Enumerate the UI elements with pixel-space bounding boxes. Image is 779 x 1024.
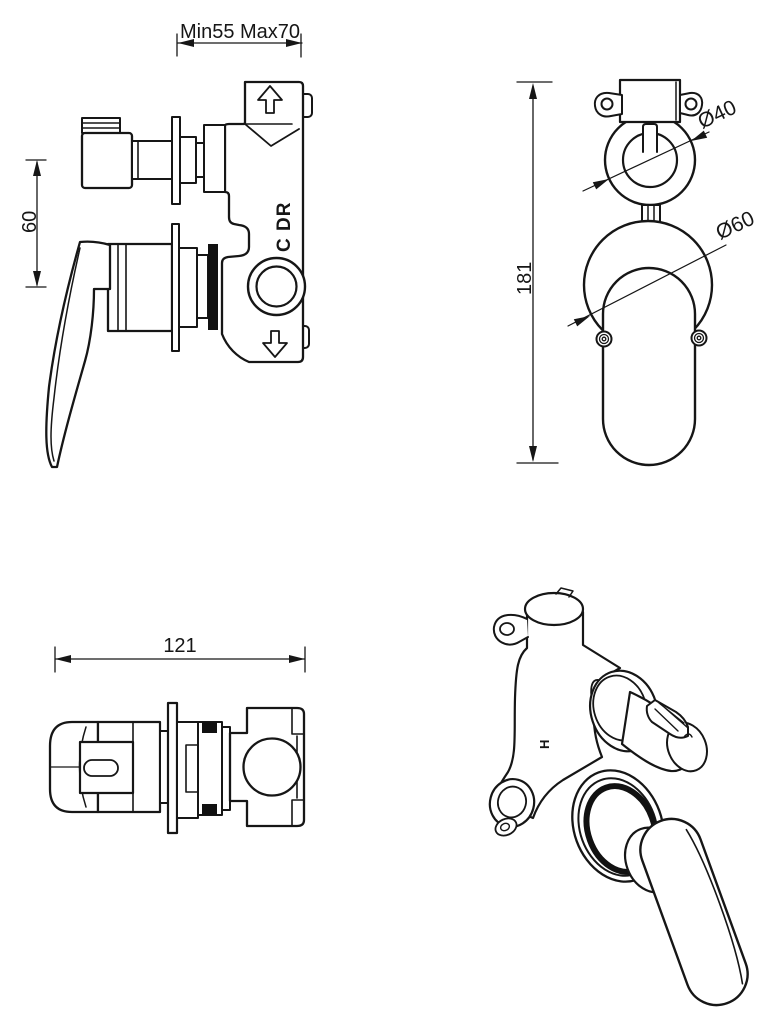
front-view: Ø40 Ø60 181 (514, 78, 758, 467)
iso-knob-splines (654, 702, 689, 732)
ear-hole-right (684, 97, 698, 111)
ear-hole-left (600, 97, 614, 111)
riser-port-top (242, 737, 302, 797)
body-marking-h: H (537, 740, 552, 749)
dim-offset: 60 (19, 159, 47, 288)
dim-span: Min55 Max70 (176, 21, 303, 58)
dim-arrow-down (33, 271, 41, 287)
escutcheon-plate-top (171, 116, 181, 205)
up-arrow-icon (257, 85, 283, 114)
isometric-view: H (488, 587, 749, 1007)
dim-arrow-right (286, 39, 302, 47)
dim-trim-dia-label: Ø60 (712, 207, 758, 245)
o-ring-top (202, 722, 217, 733)
trim-screw-right (690, 329, 708, 347)
dim-arrow-up (33, 160, 41, 176)
mounting-bracket (618, 78, 682, 124)
lever-slot (83, 759, 119, 777)
iso-ear-hole (499, 622, 515, 636)
o-ring-seal (208, 244, 218, 330)
handle-front (601, 266, 697, 467)
o-ring-bottom (202, 804, 217, 815)
dim-width: 121 (54, 635, 306, 673)
dim-height-label: 181 (514, 262, 536, 295)
top-view: 121 (48, 635, 306, 835)
outlet-port-inner (255, 265, 298, 308)
down-arrow-icon (262, 330, 288, 358)
side-view: C DR (19, 21, 313, 469)
diverter-knob-side (80, 116, 226, 205)
dim-width-label: 121 (163, 635, 196, 657)
iso-lever-handle (639, 817, 749, 1007)
iso-clip-ring (494, 817, 518, 837)
stem-connector (641, 204, 661, 223)
body-marking-cdr: C DR (274, 202, 295, 252)
keyway-notch (642, 123, 658, 153)
dim-offset-label: 60 (19, 211, 41, 233)
lever-handle-side (45, 223, 218, 469)
escutcheon-plate-topview (166, 701, 179, 835)
trim-screw-left (595, 330, 613, 348)
dim-height: 181 (514, 81, 559, 464)
iso-inlet-pipe-top (523, 591, 585, 627)
lever-blade (45, 240, 112, 469)
escutcheon-plate-bottom (171, 223, 180, 352)
dim-arrow-left (178, 39, 194, 47)
dim-span-label: Min55 Max70 (180, 21, 300, 43)
